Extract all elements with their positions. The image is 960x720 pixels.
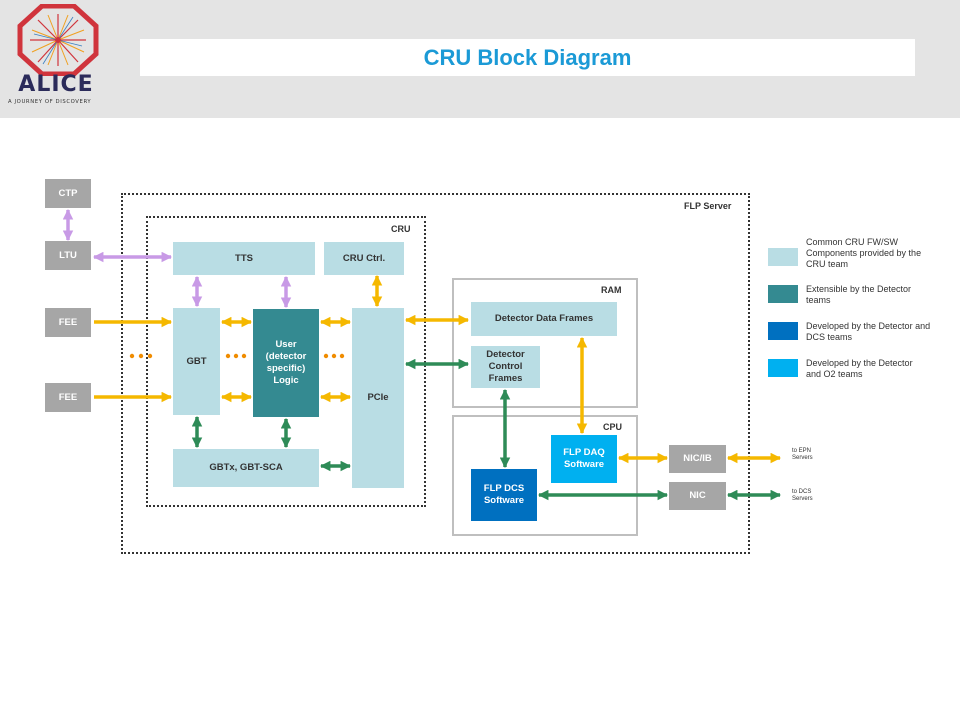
ram-label: RAM (601, 285, 622, 295)
legend-text-dcs: Developed by the Detector and DCS teams (806, 321, 931, 342)
nic-ib-box: NIC/IB (669, 445, 726, 473)
to-dcs-servers-label: to DCS Servers (792, 489, 813, 502)
cpu-frame (452, 415, 638, 536)
cpu-label: CPU (603, 422, 623, 432)
legend-swatch-common (768, 248, 798, 266)
flp-server-frame (121, 193, 750, 554)
alice-logo (8, 3, 108, 112)
page-title: CRU Block Diagram (423, 44, 632, 70)
logo-tagline: A JOURNEY OF DISCOVERY (8, 99, 92, 105)
detector-control-frames-block: Detector Control Frames (471, 346, 540, 388)
tts-block: TTS (173, 242, 315, 275)
nic-box: NIC (669, 482, 726, 510)
to-epn-servers-label: to EPN Servers (792, 448, 813, 461)
title-bar: CRU Block Diagram (140, 39, 915, 76)
pcie-block: PCIe (352, 308, 404, 488)
ltu-box: LTU (45, 241, 91, 270)
cru-label: CRU (391, 224, 411, 234)
legend-text-o2: Developed by the Detector and O2 teams (806, 358, 913, 379)
legend-swatch-extensible (768, 285, 798, 303)
ram-frame (452, 278, 638, 408)
gbtx-gbt-sca-block: GBTx, GBT-SCA (173, 449, 319, 487)
flp-daq-software-block: FLP DAQ Software (551, 435, 617, 483)
legend-text-extensible: Extensible by the Detector teams (806, 284, 912, 305)
legend-swatch-dcs (768, 322, 798, 340)
cru-ctrl-block: CRU Ctrl. (324, 242, 404, 275)
legend-swatch-o2 (768, 359, 798, 377)
logo-wordmark: ALICE (18, 72, 94, 97)
legend-text-common: Common CRU FW/SW Components provided by … (806, 237, 922, 269)
ctp-box: CTP (45, 179, 91, 208)
alice-burst-icon (17, 3, 99, 77)
detector-data-frames-block: Detector Data Frames (471, 302, 617, 336)
flp-server-label: FLP Server (684, 201, 732, 211)
flp-dcs-software-block: FLP DCS Software (471, 469, 537, 521)
gbt-block: GBT (173, 308, 220, 415)
fee-box-2: FEE (45, 383, 91, 412)
user-logic-block: User (detector specific) Logic (253, 309, 319, 417)
fee-box-1: FEE (45, 308, 91, 337)
